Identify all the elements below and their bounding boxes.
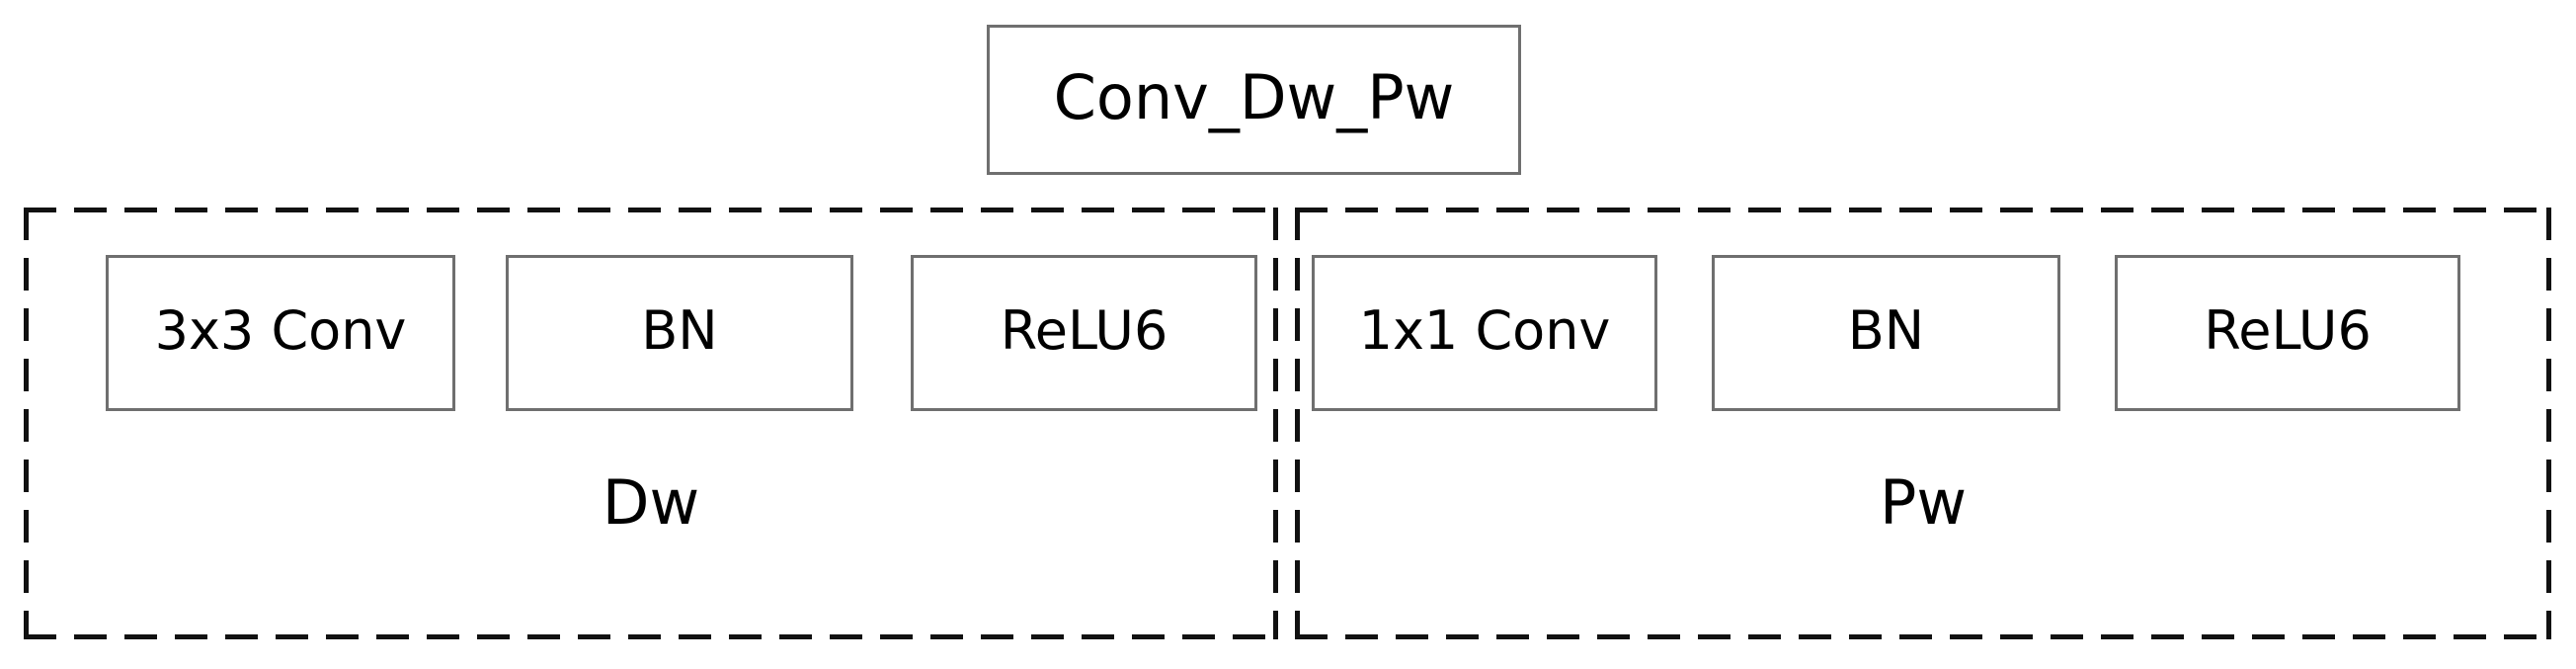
layer-box-dw-conv-label: 3x3 Conv — [154, 299, 407, 362]
layer-box-dw-relu6-label: ReLU6 — [1000, 299, 1168, 362]
group-pw-edge-top — [1295, 208, 2551, 212]
group-box-dw — [24, 208, 1278, 639]
title-box-label: Conv_Dw_Pw — [1053, 61, 1455, 133]
group-dw-edge-right — [1273, 208, 1278, 639]
group-pw-edge-left — [1295, 208, 1300, 639]
group-dw-edge-bottom — [24, 634, 1278, 639]
layer-box-dw-conv: 3x3 Conv — [106, 255, 455, 411]
layer-box-pw-relu6: ReLU6 — [2115, 255, 2460, 411]
layer-box-pw-conv: 1x1 Conv — [1312, 255, 1657, 411]
layer-box-pw-bn: BN — [1712, 255, 2060, 411]
group-pw-edge-bottom — [1295, 634, 2551, 639]
group-dw-edge-top — [24, 208, 1278, 212]
group-pw-edge-right — [2546, 208, 2551, 639]
layer-box-dw-bn-label: BN — [641, 299, 718, 362]
layer-box-dw-relu6: ReLU6 — [911, 255, 1257, 411]
group-box-pw — [1295, 208, 2551, 639]
layer-box-pw-relu6-label: ReLU6 — [2204, 299, 2372, 362]
layer-box-pw-conv-label: 1x1 Conv — [1358, 299, 1611, 362]
group-dw-edge-left — [24, 208, 29, 639]
layer-box-pw-bn-label: BN — [1847, 299, 1925, 362]
group-caption-dw: Dw — [602, 466, 700, 539]
title-box-conv-dw-pw: Conv_Dw_Pw — [987, 25, 1521, 175]
layer-box-dw-bn: BN — [506, 255, 853, 411]
group-caption-pw: Pw — [1879, 466, 1968, 539]
